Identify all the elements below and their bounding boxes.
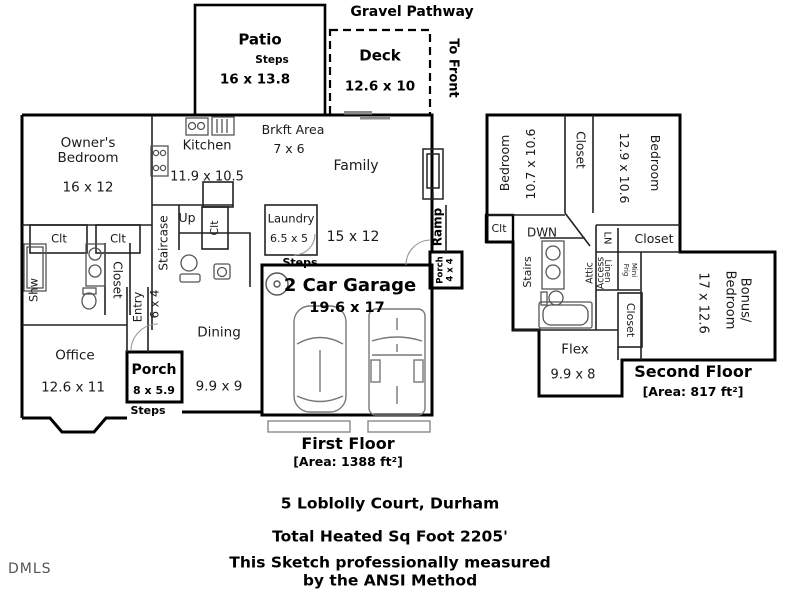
clt-left-label: Clt: [51, 231, 67, 246]
mini-frig-label: Mini Frig: [622, 262, 638, 278]
family-label: Family: [333, 158, 379, 175]
dining-label: Dining: [197, 324, 241, 341]
car-icon: [293, 305, 347, 413]
second-floor-title: Second Floor: [634, 362, 752, 382]
water-heater-icon: [265, 272, 289, 296]
stove-icon: [150, 145, 169, 177]
bedroom-left-label: Bedroom: [497, 134, 512, 192]
deck-outline: [328, 28, 432, 117]
second-floor-interior-walls: [487, 115, 680, 360]
dining-dim: 9.9 x 9: [195, 378, 243, 395]
laundry-dim: 6.5 x 5: [270, 231, 308, 245]
ln-label: LN: [601, 231, 613, 245]
kitchen-label: Kitchen: [182, 138, 232, 154]
side-porch-label: Porch 4 x 4: [435, 256, 455, 284]
second-floor-bath-fixtures: [538, 240, 593, 329]
closet-bath-label: Closet: [110, 261, 125, 299]
deck-dim: 12.6 x 10: [344, 78, 416, 95]
measured-line-1: This Sketch professionally measured: [229, 553, 551, 572]
door-arcs: [130, 233, 432, 352]
garage-label: 2 Car Garage: [283, 274, 417, 296]
fireplace-icon: [422, 148, 444, 200]
entry-label: Entry: [130, 291, 145, 323]
laundry-label: Laundry: [267, 211, 315, 226]
gravel-pathway-label: Gravel Pathway: [350, 4, 474, 21]
second-floor-area: [Area: 817 ft²]: [642, 384, 744, 399]
attic-access-label: Attic Access: [584, 256, 606, 290]
garage-door-pads: [267, 420, 431, 433]
patio-dim: 16 x 13.8: [219, 71, 291, 88]
flex-dim: 9.9 x 8: [550, 367, 596, 383]
office-dim: 12.6 x 11: [41, 379, 105, 396]
bedroom-right-dim: 12.9 x 10.6: [617, 132, 632, 204]
bonus-label: Bonus/ Bedroom: [723, 270, 753, 330]
address-line: 5 Loblolly Court, Durham: [280, 494, 500, 513]
ramp-label: Ramp: [430, 207, 445, 247]
family-dim: 15 x 12: [326, 229, 380, 246]
to-front-label: To Front: [445, 38, 461, 98]
shower-label: Shw: [26, 278, 41, 302]
bonus-dim: 17 x 12.6: [695, 272, 711, 334]
porch-label: Porch: [131, 362, 177, 379]
first-floor-walls: [20, 113, 464, 434]
stairs-label: Stairs: [520, 256, 534, 288]
patio-steps-label: Steps: [255, 54, 289, 67]
porch-steps-label: Steps: [130, 403, 166, 417]
owners-bath-fixtures: [23, 243, 106, 310]
kitchen-sink-icon: [185, 116, 235, 136]
bedroom-left-dim: 10.7 x 10.6: [523, 128, 538, 200]
flex-label: Flex: [561, 341, 589, 358]
sliding-door-icon: [344, 111, 390, 120]
office-label: Office: [55, 347, 95, 364]
owners-bedroom-dim: 16 x 12: [62, 179, 114, 196]
first-floor-interior-walls: [22, 115, 447, 352]
dwn-label: DWN: [526, 225, 558, 240]
porch-dim: 8 x 5.9: [133, 383, 175, 397]
clt-kitchen-label: Clt: [207, 220, 221, 236]
closet-top-label: Closet: [573, 131, 588, 169]
half-bath-fixtures: [179, 254, 231, 283]
first-floor-title: First Floor: [301, 434, 395, 454]
bedroom-right-label: Bedroom: [648, 134, 663, 192]
brkft-area-label: Brkft Area: [261, 122, 325, 137]
measured-line-2: by the ANSI Method: [302, 571, 478, 590]
patio-label: Patio: [238, 30, 282, 49]
total-heated-line: Total Heated Sq Foot 2205': [272, 527, 508, 546]
garage-steps-label: Steps: [282, 255, 318, 269]
truck-icon: [368, 308, 426, 416]
owners-bedroom-label: Owner's Bedroom: [57, 134, 119, 166]
staircase-label: Staircase: [156, 215, 171, 271]
clt-right-label: Clt: [110, 231, 126, 246]
deck-label: Deck: [359, 46, 401, 65]
entry-dim: 6 x 4: [147, 289, 162, 319]
clt-second-floor-label: Clt: [491, 221, 507, 235]
brkft-area-dim: 7 x 6: [273, 141, 305, 156]
dmls-watermark: DMLS: [8, 561, 52, 577]
closet-hall-label: Closet: [634, 231, 674, 246]
first-floor-area: [Area: 1388 ft²]: [293, 454, 403, 469]
up-label: Up: [178, 210, 196, 225]
garage-dim: 19.6 x 17: [309, 299, 385, 316]
kitchen-dim: 11.9 x 10.5: [170, 169, 244, 185]
closet-bonus-label: Closet: [624, 302, 638, 338]
